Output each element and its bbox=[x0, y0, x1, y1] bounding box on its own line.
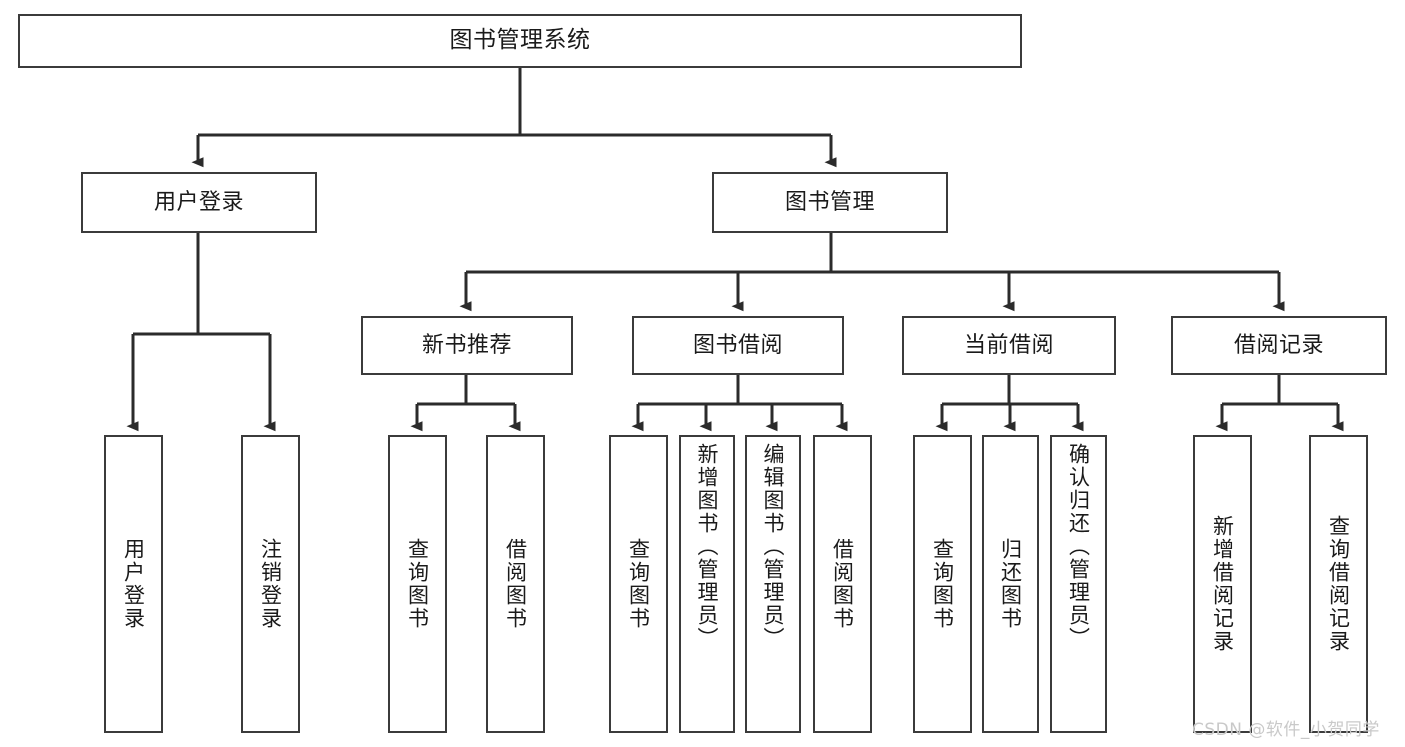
leaf-borrow-add-book-admin[interactable]: 新增图书（管理员） bbox=[679, 435, 735, 733]
node-label: 借阅记录 bbox=[1233, 332, 1324, 358]
node-label: 新增借阅记录 bbox=[1210, 515, 1235, 653]
leaf-user-login-login[interactable]: 用户登录 bbox=[104, 435, 163, 733]
leaf-new-book-borrow-book[interactable]: 借阅图书 bbox=[486, 435, 545, 733]
node-label: 查询借阅记录 bbox=[1326, 515, 1351, 653]
node-label: 借阅图书 bbox=[830, 538, 855, 630]
leaf-record-query-record[interactable]: 查询借阅记录 bbox=[1309, 435, 1368, 733]
node-book-management[interactable]: 图书管理 bbox=[712, 172, 948, 233]
leaf-current-query-book[interactable]: 查询图书 bbox=[913, 435, 972, 733]
node-label: 查询图书 bbox=[930, 538, 955, 630]
node-label: 图书管理系统 bbox=[449, 27, 591, 54]
node-label: 查询图书 bbox=[626, 538, 651, 630]
node-label: 用户登录 bbox=[153, 189, 244, 215]
node-label: 新增图书（管理员） bbox=[695, 443, 720, 650]
node-label: 图书管理 bbox=[784, 189, 875, 215]
leaf-borrow-query-book[interactable]: 查询图书 bbox=[609, 435, 668, 733]
leaf-new-book-query-book[interactable]: 查询图书 bbox=[388, 435, 447, 733]
leaf-user-login-logout[interactable]: 注销登录 bbox=[241, 435, 300, 733]
node-user-login[interactable]: 用户登录 bbox=[81, 172, 317, 233]
leaf-borrow-borrow-book[interactable]: 借阅图书 bbox=[813, 435, 872, 733]
node-current-borrowing[interactable]: 当前借阅 bbox=[902, 316, 1116, 375]
node-label: 注销登录 bbox=[258, 538, 283, 630]
node-label: 新书推荐 bbox=[421, 332, 512, 358]
node-label: 查询图书 bbox=[405, 538, 430, 630]
node-new-book-recommendation[interactable]: 新书推荐 bbox=[361, 316, 573, 375]
node-label: 编辑图书（管理员） bbox=[761, 443, 786, 650]
node-book-borrowing[interactable]: 图书借阅 bbox=[632, 316, 844, 375]
node-label: 借阅图书 bbox=[503, 538, 528, 630]
leaf-record-add-record[interactable]: 新增借阅记录 bbox=[1193, 435, 1252, 733]
node-borrowing-record[interactable]: 借阅记录 bbox=[1171, 316, 1387, 375]
leaf-borrow-edit-book-admin[interactable]: 编辑图书（管理员） bbox=[745, 435, 801, 733]
node-label: 当前借阅 bbox=[963, 332, 1054, 358]
leaf-current-return-book[interactable]: 归还图书 bbox=[982, 435, 1039, 733]
node-label: 确认归还（管理员） bbox=[1066, 443, 1091, 650]
leaf-current-confirm-return-admin[interactable]: 确认归还（管理员） bbox=[1050, 435, 1107, 733]
node-label: 用户登录 bbox=[121, 538, 146, 630]
csdn-watermark: CSDN @软件_小贺同学 bbox=[1192, 720, 1380, 740]
node-label: 图书借阅 bbox=[692, 332, 783, 358]
node-label: 归还图书 bbox=[998, 538, 1023, 630]
node-root-book-management-system[interactable]: 图书管理系统 bbox=[18, 14, 1022, 68]
